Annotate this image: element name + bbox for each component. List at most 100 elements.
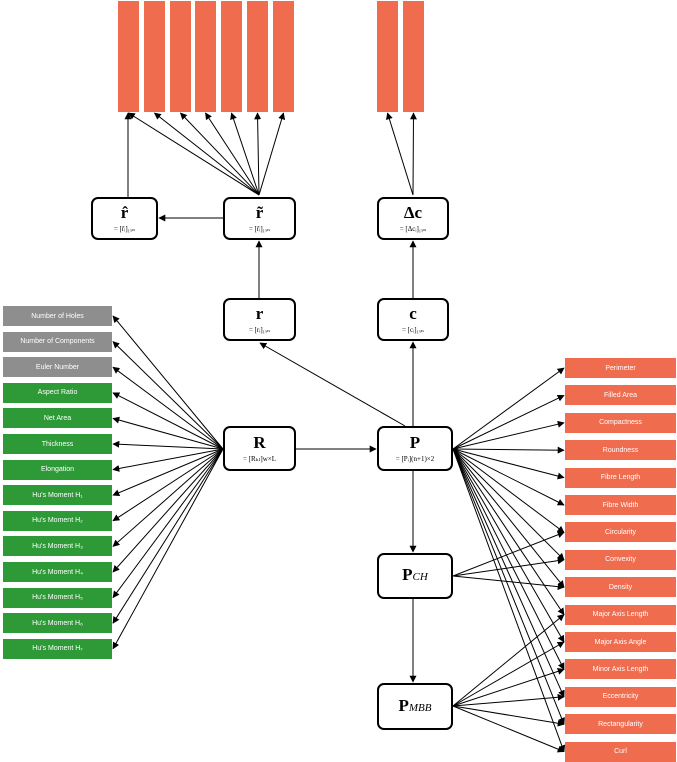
connector-arrow-25: [112, 448, 224, 547]
connector-arrow-41: [452, 448, 565, 671]
node-r-symbol: r: [255, 303, 264, 323]
connector-arrow-22: [112, 448, 224, 472]
connector-arrow-42: [452, 448, 565, 698]
feature-tag-label: Standard Deviation of r̃: [226, 0, 247, 1]
connector-arrow-26: [112, 448, 224, 573]
connector-arrow-37: [452, 448, 565, 561]
connector-arrow-11: [409, 112, 417, 196]
node-P-MBB: PMBB: [377, 683, 453, 730]
feature-tag-filled-area: Filled Area: [565, 385, 676, 406]
connector-arrow-47: [452, 531, 565, 577]
feature-tag-mean-of-r: Mean of r̃: [273, 1, 294, 112]
feature-tag-label: Zero Crossing Count: [149, 0, 170, 1]
connector-arrow-28: [112, 448, 224, 624]
node-P-MBB-symbol: PMBB: [398, 695, 432, 715]
feature-tag-label: Mean of r̃: [252, 0, 273, 1]
feature-tag-euler-number: Euler Number: [3, 357, 112, 378]
feature-tag-zero-crossing-count: Zero Crossing Count: [170, 1, 191, 112]
node-R: R = [Rₕₗ]w×L: [223, 426, 296, 471]
connector-arrow-54: [452, 705, 565, 727]
feature-tag-eccentricity: Eccentricity: [565, 686, 676, 707]
connector-arrow-10: [386, 112, 414, 196]
connector-arrow-33: [452, 446, 565, 454]
node-delta-c-definition: = [Δcᵢ]₁ₓₙ: [399, 224, 427, 233]
feature-tag-label: Total Absolute Curvature: [382, 0, 403, 1]
node-c-symbol: c: [409, 303, 417, 323]
connector-arrow-31: [452, 394, 565, 450]
connector-arrow-17: [112, 341, 224, 450]
feature-tag-hu-s-moment-h: Hu's Moment H₂: [3, 510, 112, 531]
node-delta-c-symbol: Δc: [403, 202, 423, 222]
feature-tag-elongation: Elongation: [3, 459, 112, 480]
feature-tag-hu-s-moment-h: Hu's Moment H₃: [3, 536, 112, 557]
connector-arrow-55: [452, 705, 565, 753]
node-r-hat-definition: = [r̂ᵢ]₁ₓₙ: [113, 224, 136, 233]
feature-tag-hu-s-moment-h: Hu's Moment H₁: [3, 485, 112, 506]
feature-tag-hu-s-moment-h: Hu's Moment H₆: [3, 613, 112, 634]
node-r: r = [rᵢ]₁ₓₙ: [223, 298, 296, 341]
feature-tag-fibre-length: Fibre Length: [565, 467, 676, 488]
connector-arrow-29: [112, 448, 224, 650]
connector-arrow-35: [452, 448, 565, 506]
feature-tag-number-of-holes: Number of Holes: [3, 306, 112, 326]
node-R-definition: = [Rₕₗ]w×L: [242, 454, 277, 463]
connector-arrow-24: [112, 448, 224, 522]
connector-arrow-6: [258, 112, 286, 196]
feature-tag-hu-s-moment-h: Hu's Moment H₇: [3, 638, 112, 659]
node-r-tilde-symbol: r̃: [255, 202, 264, 222]
node-r-definition: = [rᵢ]₁ₓₙ: [248, 325, 271, 334]
connector-arrow-4: [230, 112, 260, 196]
feature-tag-label: Area Ratio: [174, 0, 195, 1]
node-r-hat-symbol: r̂: [120, 202, 129, 222]
connector-arrow-13: [259, 342, 406, 427]
node-P-definition: = [Pᵢ](n+1)×2: [395, 454, 435, 463]
node-r-tilde: r̃ = [r̃ᵢ]₁ₓₙ: [223, 197, 296, 240]
connector-arrow-52: [452, 668, 565, 707]
node-c-definition: = [cᵢ]₁ₓₙ: [401, 325, 425, 334]
node-P-CH-symbol: PCH: [402, 565, 428, 584]
feature-tag-bending-energy: Bending Energy: [377, 1, 398, 112]
feature-tag-major-axis-angle: Major Axis Angle: [565, 632, 676, 652]
connector-arrow-16: [112, 315, 224, 450]
feature-tag-major-axis-length: Major Axis Length: [565, 604, 676, 625]
node-P-CH: PCH: [377, 553, 453, 599]
node-P-MBB-subscript: MBB: [408, 701, 432, 714]
connector-arrow-30: [452, 367, 565, 450]
feature-tag-hu-s-moment-h: Hu's Moment H₅: [3, 587, 112, 608]
connector-arrow-5: [254, 112, 262, 196]
feature-tag-convexity: Convexity: [565, 549, 676, 570]
feature-tag-minor-axis-length: Minor Axis Length: [565, 659, 676, 680]
connector-arrow-50: [452, 614, 565, 707]
connector-arrow-40: [452, 448, 565, 643]
node-c: c = [cᵢ]₁ₓₙ: [377, 298, 449, 341]
connector-arrow-0: [127, 112, 260, 196]
feature-tag-standard-deviation-of-r: Standard Deviation of r̃: [247, 1, 268, 112]
node-r-tilde-definition: = [r̃ᵢ]₁ₓₙ: [248, 224, 271, 233]
connector-arrow-48: [452, 557, 565, 577]
feature-tag-aspect-ratio: Aspect Ratio: [3, 382, 112, 403]
feature-tag-thickness: Thickness: [3, 434, 112, 454]
feature-tag-average-roughness: Average Roughness: [144, 1, 165, 112]
connector-arrow-21: [112, 440, 224, 450]
feature-tag-rectangularity: Rectangularity: [565, 714, 676, 735]
node-P-CH-subscript: CH: [412, 571, 428, 583]
feature-tag-number-of-components: Number of Components: [3, 331, 112, 352]
feature-tag-label: Margin Fluctuation: [97, 0, 118, 1]
feature-tag-label: Bending Energy: [356, 0, 377, 1]
feature-tag-perimeter: Perimeter: [565, 358, 676, 378]
connector-arrow-32: [452, 420, 565, 450]
feature-tag-density: Density: [565, 577, 676, 598]
feature-tag-fibre-width: Fibre Width: [565, 495, 676, 515]
feature-tag-label: Entropy: [200, 0, 221, 1]
feature-tag-circularity: Circularity: [565, 522, 676, 543]
connector-arrow-3: [205, 112, 260, 196]
connector-arrow-39: [452, 448, 565, 616]
connector-arrow-19: [112, 392, 224, 450]
feature-tag-compactness: Compactness: [565, 412, 676, 433]
connector-arrow-51: [452, 641, 565, 707]
node-P-symbol: P: [409, 432, 421, 452]
feature-tag-hu-s-moment-h: Hu's Moment H₄: [3, 562, 112, 582]
connector-arrow-23: [112, 448, 224, 496]
connector-arrow-20: [112, 416, 224, 450]
